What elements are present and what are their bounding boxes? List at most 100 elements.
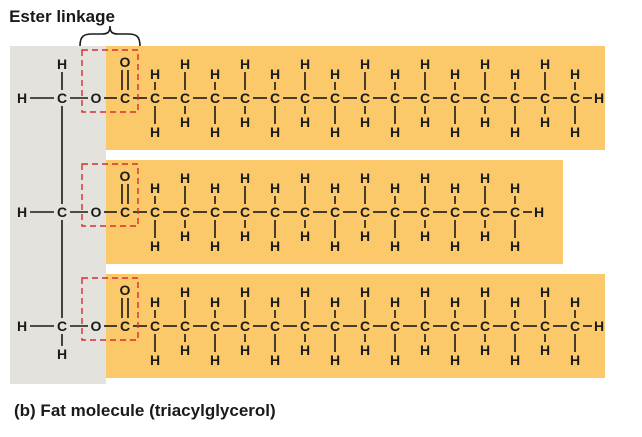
chain-3-h-up-14: H [510,294,520,310]
chain-2-h-down-11: H [420,228,430,244]
chain-3-carbon-6: C [270,318,280,334]
glycerol-backbone-band [10,46,106,384]
chain-2-carbon-7: C [300,204,310,220]
chain-1-h-up-6: H [270,66,280,82]
chain-3-h-up-4: H [210,294,220,310]
glycerol-side-hydrogen-1: H [17,90,27,106]
chain-2-h-up-10: H [390,180,400,196]
chain-3-carbon-11: C [420,318,430,334]
glycerol-top-hydrogen: H [57,56,67,72]
chain-3-h-down-16: H [570,352,580,368]
chain-3-carbon-2: C [150,318,160,334]
glycerol-carbon-1: C [57,90,67,106]
chain-2-carbon-12: C [450,204,460,220]
chain-2-h-up-9: H [360,170,370,186]
chain-1-h-up-14: H [510,66,520,82]
chain-2-h-up-13: H [480,170,490,186]
chain-1-carbon-6: C [270,90,280,106]
chain-1-h-down-16: H [570,124,580,140]
chain-1-carbon-9: C [360,90,370,106]
chain-1-h-up-13: H [480,56,490,72]
chain-1-h-down-5: H [240,114,250,130]
chain-1-h-up-7: H [300,56,310,72]
chain-1-h-down-2: H [150,124,160,140]
chain-3-carbon-12: C [450,318,460,334]
chain-1-carbon-11: C [420,90,430,106]
chain-1-h-down-11: H [420,114,430,130]
chain-3-h-down-4: H [210,352,220,368]
chain-3-h-down-2: H [150,352,160,368]
chain-1-carbon-12: C [450,90,460,106]
chain-2-carbon-3: C [180,204,190,220]
chain-3-h-up-3: H [180,284,190,300]
chain-3-h-down-8: H [330,352,340,368]
carbonyl-oxygen-2: O [120,168,131,184]
chain-2-h-down-2: H [150,238,160,254]
chain-3-carbon-10: C [390,318,400,334]
ester-linkage-brace [79,25,141,47]
chain-2-h-up-11: H [420,170,430,186]
chain-2-h-up-5: H [240,170,250,186]
chain-2-h-down-5: H [240,228,250,244]
chain-2-carbon-11: C [420,204,430,220]
chain-3-h-down-5: H [240,342,250,358]
chain-3-h-up-7: H [300,284,310,300]
chain-3-h-down-9: H [360,342,370,358]
chain-3-carbon-16: C [570,318,580,334]
chain-1-carbon-15: C [540,90,550,106]
ester-linkage-box-3 [81,277,139,341]
chain-1-h-up-16: H [570,66,580,82]
chain-3-h-up-6: H [270,294,280,310]
chain-3-h-down-3: H [180,342,190,358]
chain-2-h-down-3: H [180,228,190,244]
chain-1-h-down-6: H [270,124,280,140]
chain-3-carbon-3: C [180,318,190,334]
chain-2-h-up-14: H [510,180,520,196]
ester-linkage-box-1 [81,49,139,113]
chain-3-carbon-4: C [210,318,220,334]
chain-1-h-up-2: H [150,66,160,82]
chain-2-h-down-10: H [390,238,400,254]
chain-1-h-up-8: H [330,66,340,82]
chain-2-carbon-8: C [330,204,340,220]
chain-3-h-down-14: H [510,352,520,368]
chain-2-h-up-8: H [330,180,340,196]
chain-1-terminal-hydrogen: H [594,90,604,106]
chain-2-carbon-6: C [270,204,280,220]
chain-3-carbon-9: C [360,318,370,334]
chain-2-carbon-10: C [390,204,400,220]
ester-linkage-boxes [81,49,139,341]
chain-2-h-down-8: H [330,238,340,254]
chain-1-carbon-14: C [510,90,520,106]
chain-3-h-up-15: H [540,284,550,300]
chain-3-carbon-14: C [510,318,520,334]
chain-2-carbon-2: C [150,204,160,220]
fatty-acid-band-2 [106,160,563,264]
carbonyl-carbon-1: C [120,90,130,106]
chain-2-carbon-14: C [510,204,520,220]
chain-2-h-down-9: H [360,228,370,244]
chain-1-h-up-5: H [240,56,250,72]
chain-2-h-up-12: H [450,180,460,196]
chain-1-h-down-8: H [330,124,340,140]
chain-3-carbon-8: C [330,318,340,334]
chain-2-h-down-7: H [300,228,310,244]
chain-2-h-up-7: H [300,170,310,186]
bonds [30,70,592,352]
chain-1-h-up-9: H [360,56,370,72]
chain-1-carbon-2: C [150,90,160,106]
chain-3-h-up-11: H [420,284,430,300]
chain-1-h-up-15: H [540,56,550,72]
chain-3-h-up-16: H [570,294,580,310]
chain-3-h-down-7: H [300,342,310,358]
chain-1-h-up-3: H [180,56,190,72]
chain-3-h-up-5: H [240,284,250,300]
chain-1-h-down-10: H [390,124,400,140]
chain-1-carbon-16: C [570,90,580,106]
chain-1-h-down-12: H [450,124,460,140]
chain-1-h-down-13: H [480,114,490,130]
glycerol-side-hydrogen-3: H [17,318,27,334]
chain-1-carbon-5: C [240,90,250,106]
chain-1-h-down-14: H [510,124,520,140]
